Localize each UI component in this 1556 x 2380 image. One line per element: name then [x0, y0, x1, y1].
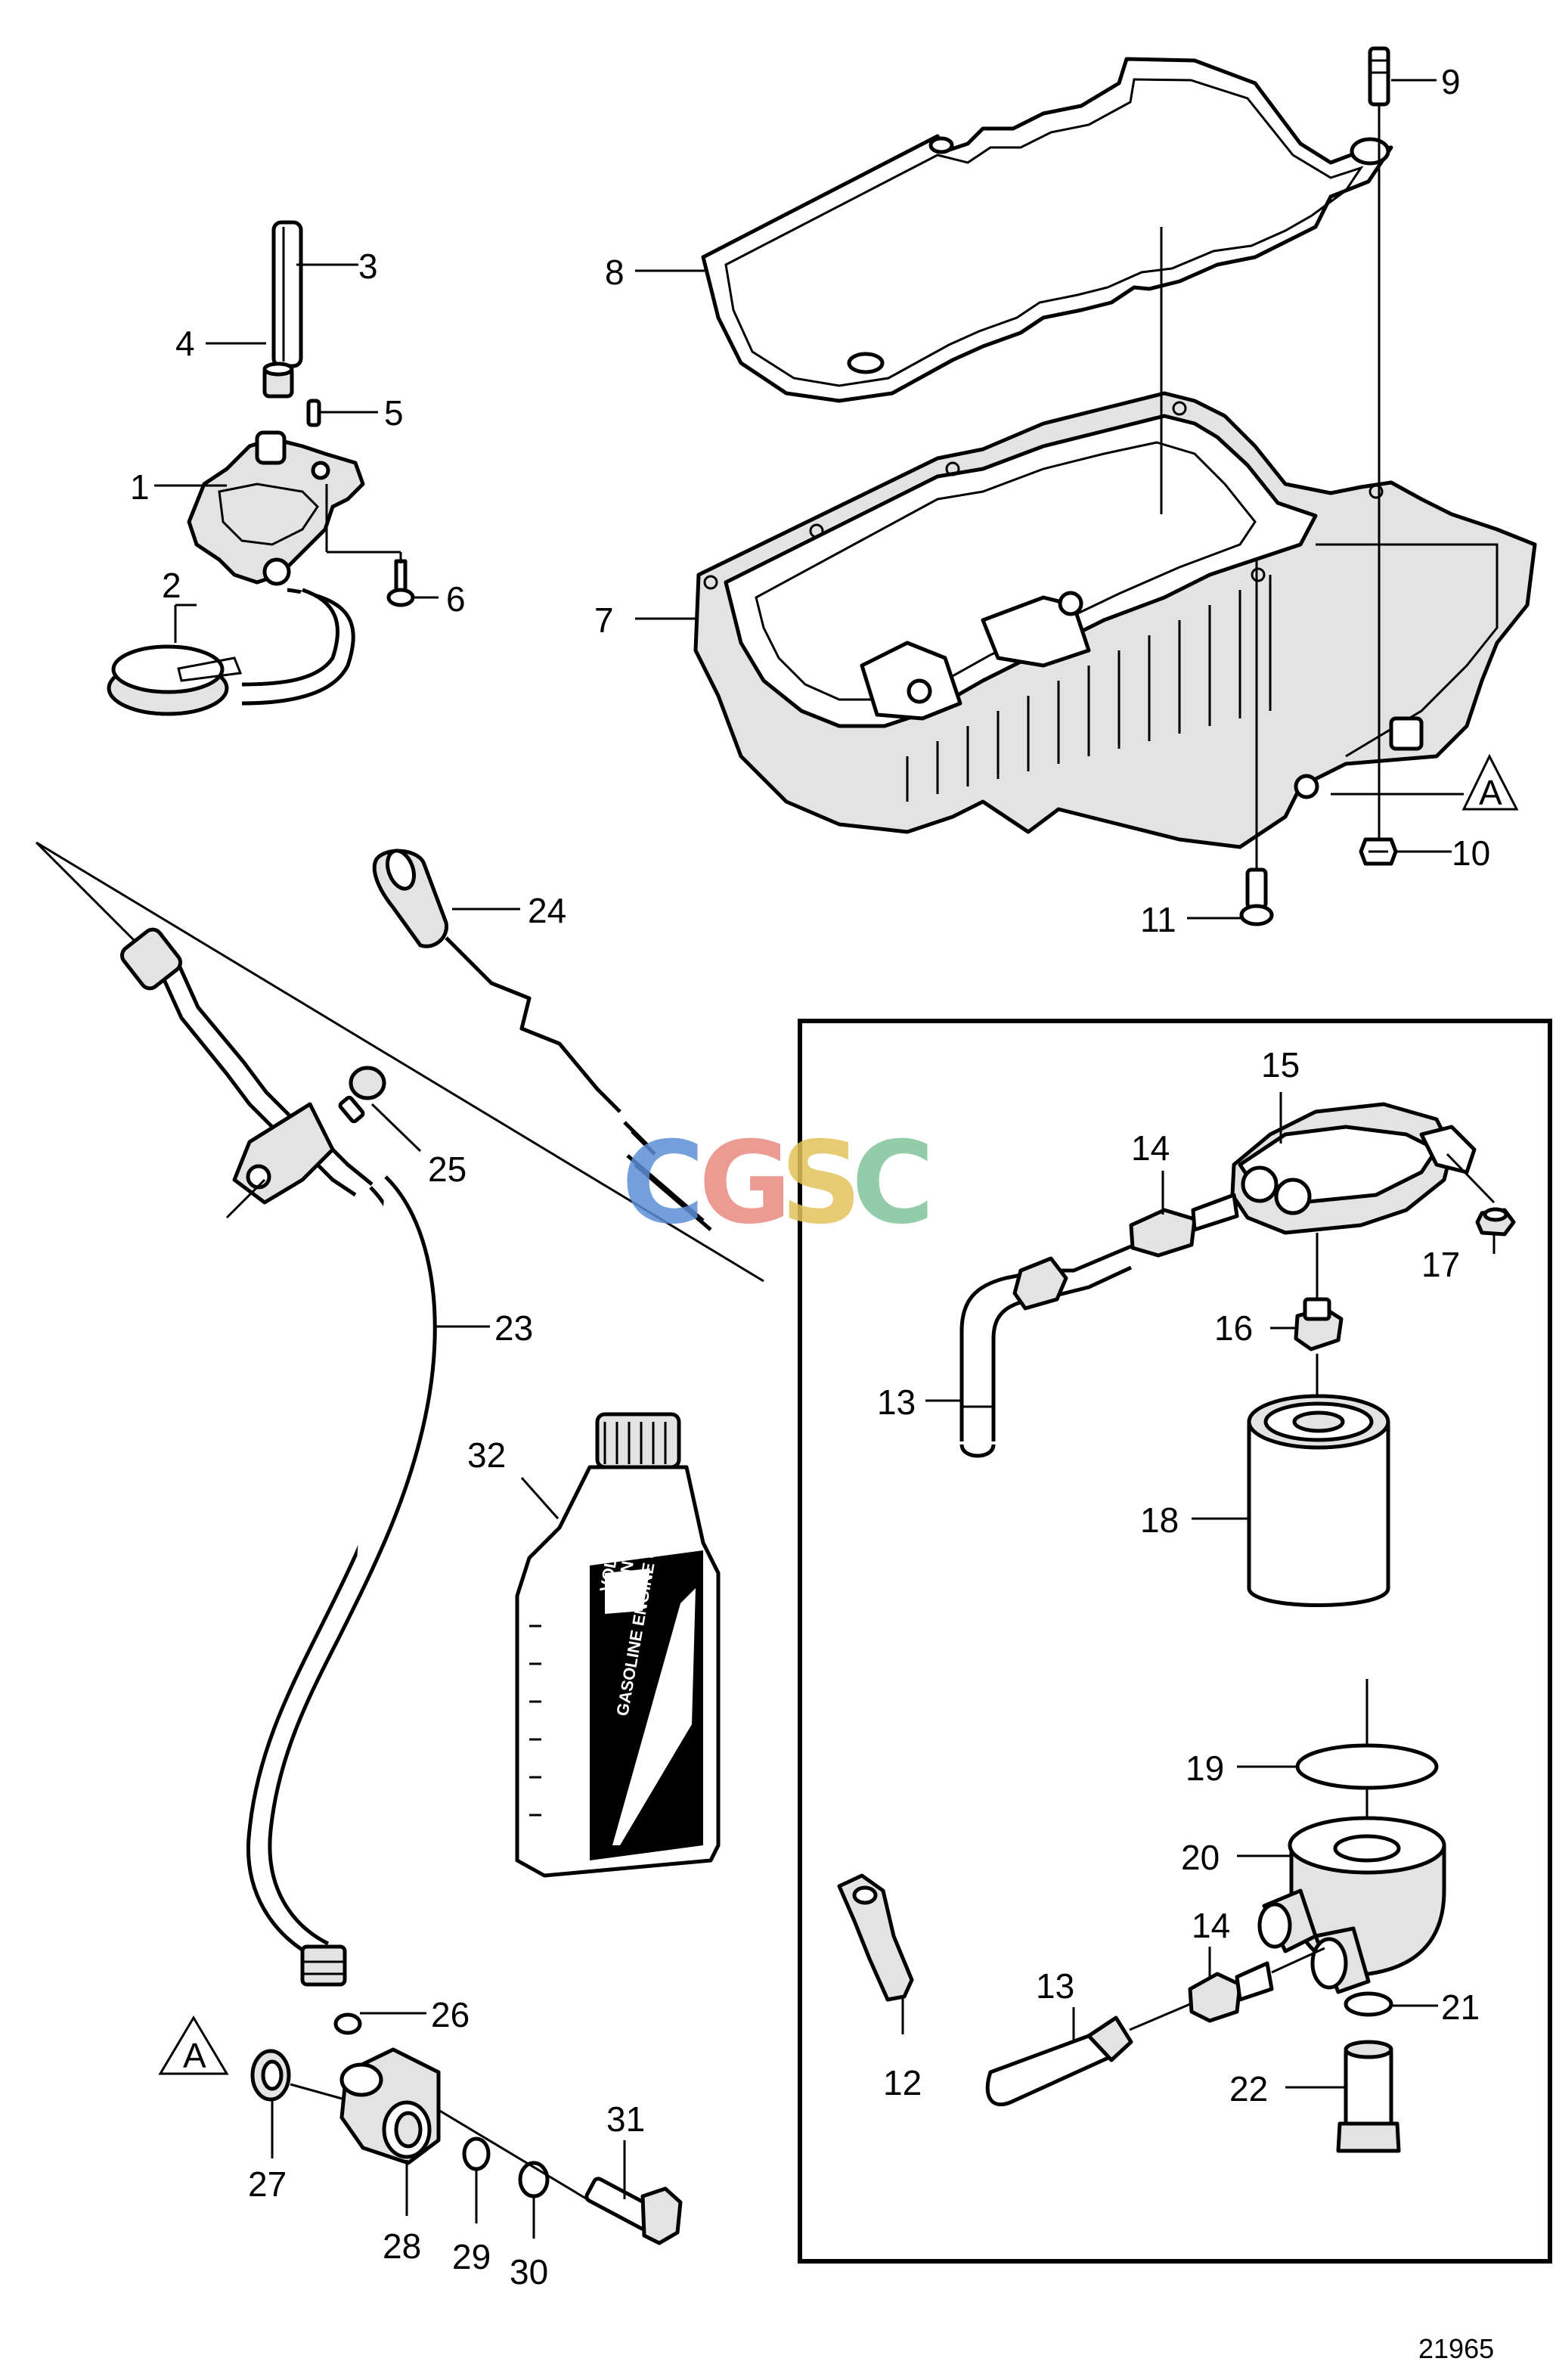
- svg-text:A: A: [183, 2036, 206, 2075]
- callout-10: 10: [1452, 833, 1490, 873]
- oil-hose-bottom: [985, 2003, 1191, 2107]
- spacer-sleeve: [262, 361, 294, 399]
- reference-marker-a-top: A: [1331, 753, 1519, 812]
- svg-text:C: C: [851, 1118, 935, 1249]
- filter-bracket: [1230, 1102, 1477, 1235]
- callout-17: 17: [1421, 1245, 1460, 1284]
- callout-31: 31: [606, 2099, 645, 2139]
- center-nipple: [1294, 1297, 1344, 1351]
- svg-text:A: A: [1479, 773, 1502, 812]
- oil-strainer: [107, 588, 355, 716]
- filter-bracket-nut: [1475, 1207, 1516, 1237]
- pump-callout-lines: [154, 263, 439, 643]
- callout-12: 12: [883, 2063, 922, 2102]
- dipstick-tube: [120, 927, 437, 1987]
- filter-o-ring: [1295, 1743, 1439, 1790]
- svg-text:G: G: [699, 1118, 792, 1249]
- callout-16: 16: [1214, 1308, 1253, 1348]
- dowel-pin: [306, 399, 321, 427]
- oil-pan-bolt: [1239, 867, 1274, 926]
- sealing-washer-29: [462, 2136, 491, 2171]
- callout-21: 21: [1441, 1987, 1480, 2027]
- pump-bolt: [386, 559, 415, 607]
- oil-pan-stud: [1368, 46, 1390, 107]
- tube-bracket-bolt: [338, 1066, 386, 1124]
- adapter-fitting-top: [1129, 1193, 1239, 1258]
- callout-20: 20: [1181, 1838, 1220, 1877]
- callout-13a: 13: [877, 1382, 916, 1422]
- callout-25: 25: [428, 1150, 466, 1189]
- adapter-o-ring: [1344, 1991, 1393, 2017]
- hose-clamp: [837, 1873, 914, 2002]
- callout-3: 3: [358, 247, 378, 286]
- filter-adapter-housing: [1257, 1816, 1446, 1994]
- callout-2: 2: [162, 566, 181, 605]
- center-tube: [1336, 2040, 1401, 2153]
- watermark-logo: C G S C: [621, 1118, 935, 1249]
- oil-pan: [693, 391, 1537, 849]
- callout-4: 4: [175, 324, 195, 363]
- oil-pan-gasket: [701, 57, 1393, 403]
- callout-14b: 14: [1192, 1906, 1230, 1945]
- svg-text:C: C: [621, 1118, 705, 1249]
- oil-dipstick: [372, 849, 712, 1231]
- callout-1: 1: [130, 467, 150, 507]
- oil-pump: [187, 430, 365, 586]
- callout-22: 22: [1229, 2069, 1268, 2108]
- callout-15: 15: [1261, 1045, 1300, 1084]
- callout-14a: 14: [1131, 1128, 1170, 1168]
- callout-28: 28: [383, 2226, 421, 2266]
- remote-oil-filter-frame: [798, 1019, 1552, 2264]
- oil-filter: [1247, 1394, 1390, 1607]
- callout-11: 11: [1140, 900, 1176, 939]
- callout-6: 6: [446, 579, 466, 619]
- oil-hose-top: [959, 1244, 1133, 1458]
- callout-19: 19: [1186, 1749, 1224, 1788]
- svg-text:S: S: [780, 1118, 862, 1249]
- oil-pan-nut: [1359, 837, 1398, 866]
- callout-32: 32: [467, 1435, 506, 1475]
- adapter-fitting-bottom: [1188, 1961, 1274, 2023]
- figure-number: 21965: [1418, 2333, 1494, 2364]
- oil-pickup-tube: [271, 220, 303, 368]
- callout-26: 26: [431, 1995, 470, 2034]
- sealing-washer-27: [250, 2049, 291, 2102]
- callout-24: 24: [528, 891, 566, 930]
- callout-13b: 13: [1036, 1966, 1074, 2006]
- callout-30: 30: [510, 2252, 548, 2292]
- drain-plug: [584, 2177, 683, 2245]
- callout-23: 23: [494, 1308, 533, 1348]
- callout-18: 18: [1140, 1500, 1179, 1540]
- callout-9: 9: [1441, 62, 1461, 101]
- engine-oil-bottle: VOLVO PENTA GASOLINE ENGINE OIL: [515, 1412, 721, 1878]
- callout-8: 8: [605, 253, 625, 292]
- sealing-washer-26: [333, 2012, 362, 2035]
- callout-27: 27: [248, 2164, 287, 2204]
- callout-7: 7: [594, 600, 614, 640]
- drain-fitting-tee: [339, 2047, 441, 2165]
- callout-5: 5: [384, 393, 404, 433]
- reference-marker-a-bottom: A: [158, 2015, 229, 2075]
- callout-29: 29: [452, 2237, 491, 2276]
